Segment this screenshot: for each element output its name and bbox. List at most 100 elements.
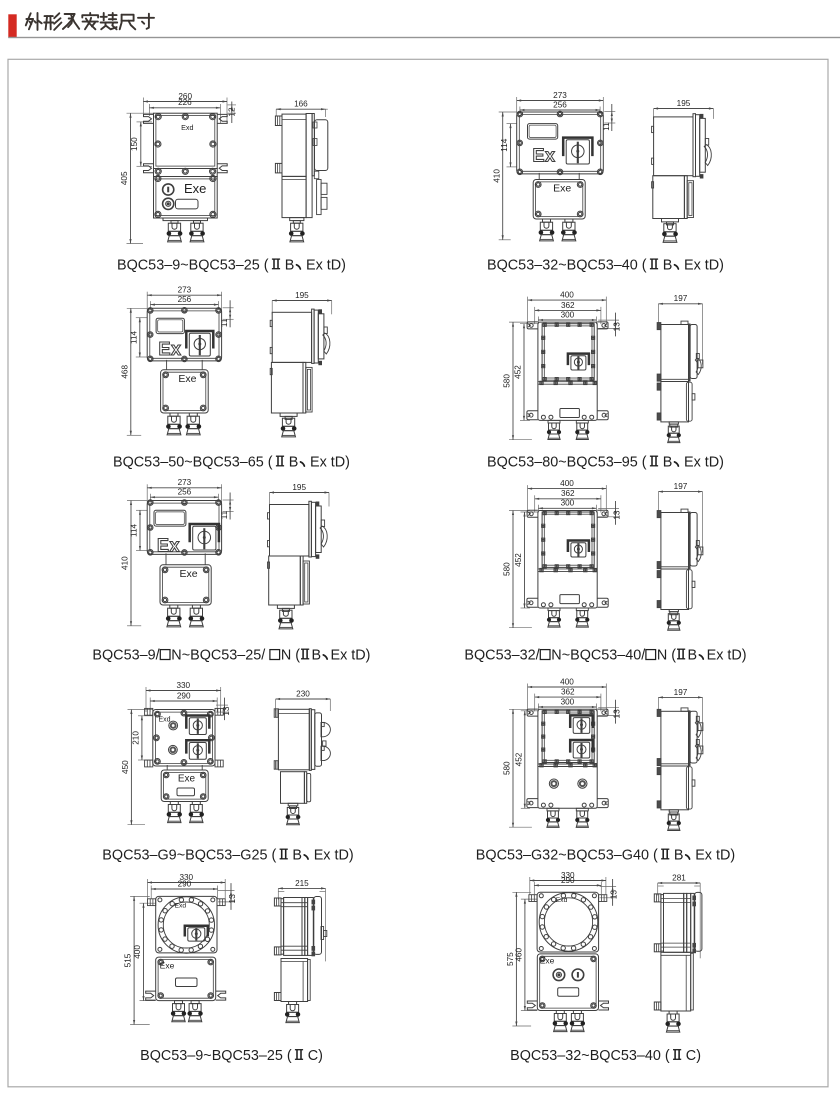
svg-text:273: 273	[553, 91, 567, 100]
svg-text:13: 13	[613, 709, 622, 719]
svg-text:12: 12	[228, 107, 237, 117]
svg-text:11: 11	[220, 318, 229, 327]
svg-text:Exe: Exe	[184, 181, 206, 196]
svg-text:Ex tD): Ex tD)	[695, 848, 735, 864]
svg-text:B: B	[292, 848, 302, 864]
svg-text:256: 256	[178, 295, 192, 304]
svg-text:13: 13	[609, 890, 618, 900]
svg-text:290: 290	[561, 876, 575, 885]
svg-text:452: 452	[514, 752, 523, 766]
svg-text:400: 400	[560, 677, 574, 686]
svg-text:400: 400	[560, 291, 574, 300]
svg-text:197: 197	[674, 482, 688, 491]
svg-text:330: 330	[561, 871, 575, 880]
svg-text:Ex tD): Ex tD)	[314, 848, 354, 864]
svg-text:13: 13	[228, 894, 237, 904]
svg-text:B: B	[312, 648, 322, 664]
svg-text:410: 410	[492, 169, 501, 183]
svg-text:195: 195	[677, 99, 691, 108]
svg-text:13: 13	[613, 510, 622, 520]
svg-text:273: 273	[178, 286, 192, 295]
svg-text:400: 400	[560, 479, 574, 488]
svg-text:B: B	[289, 455, 299, 471]
svg-text:362: 362	[561, 688, 575, 697]
svg-text:Exe: Exe	[180, 568, 198, 580]
svg-text:Ex tD): Ex tD)	[707, 648, 747, 664]
svg-text:450: 450	[121, 760, 130, 774]
svg-text:N (: N (	[281, 648, 300, 664]
svg-text:BQC53–9~BQC53–25 (: BQC53–9~BQC53–25 (	[117, 257, 269, 273]
svg-text:Exd: Exd	[181, 123, 193, 132]
svg-text:195: 195	[295, 291, 309, 300]
svg-text:150: 150	[130, 137, 139, 151]
svg-text:BQC53–9~BQC53–25 (: BQC53–9~BQC53–25 (	[140, 1048, 292, 1064]
svg-text:290: 290	[178, 879, 192, 888]
svg-text:B: B	[663, 455, 673, 471]
svg-text:Ex tD): Ex tD)	[684, 455, 724, 471]
svg-text:Ex: Ex	[159, 339, 182, 359]
svg-text:197: 197	[674, 294, 688, 303]
svg-text:452: 452	[514, 365, 523, 379]
svg-text:Ex tD): Ex tD)	[331, 648, 371, 664]
svg-text:114: 114	[500, 138, 509, 151]
svg-text:B: B	[688, 648, 698, 664]
svg-text:N~BQC53–40/: N~BQC53–40/	[551, 648, 645, 664]
svg-text:Exd: Exd	[158, 717, 170, 724]
svg-text:300: 300	[561, 310, 575, 319]
svg-text:460: 460	[515, 948, 524, 962]
svg-text:Exd: Exd	[174, 902, 186, 909]
svg-text:C): C)	[686, 1048, 701, 1064]
svg-text:580: 580	[503, 374, 512, 388]
svg-text:273: 273	[178, 478, 192, 487]
svg-text:114: 114	[129, 330, 138, 343]
svg-text:B: B	[674, 848, 684, 864]
svg-text:405: 405	[120, 171, 129, 185]
svg-text:Exd: Exd	[556, 897, 568, 904]
svg-text:13: 13	[222, 706, 231, 716]
svg-text:195: 195	[292, 483, 306, 492]
svg-text:468: 468	[120, 365, 129, 379]
svg-text:BQC53–G9~BQC53–G25 (: BQC53–G9~BQC53–G25 (	[102, 848, 276, 864]
svg-text:410: 410	[121, 556, 130, 570]
svg-text:114: 114	[130, 523, 139, 536]
svg-text:B: B	[663, 257, 673, 273]
svg-text:290: 290	[177, 691, 191, 700]
svg-text:N (: N (	[657, 648, 676, 664]
svg-text:300: 300	[561, 697, 575, 706]
svg-text:300: 300	[561, 499, 575, 508]
svg-text:362: 362	[561, 301, 575, 310]
svg-text:Exe: Exe	[178, 774, 196, 785]
svg-text:Ex: Ex	[157, 536, 180, 556]
svg-text:13: 13	[613, 322, 622, 332]
svg-text:Exe: Exe	[553, 183, 571, 195]
svg-text:515: 515	[124, 953, 133, 967]
svg-text:BQC53–9/: BQC53–9/	[92, 648, 159, 664]
svg-text:BQC53–80~BQC53–95 (: BQC53–80~BQC53–95 (	[487, 455, 647, 471]
svg-text:210: 210	[132, 731, 141, 745]
svg-text:166: 166	[294, 100, 308, 109]
svg-text:330: 330	[176, 681, 190, 690]
svg-text:Exe: Exe	[540, 956, 555, 966]
svg-text:Ex: Ex	[533, 146, 556, 166]
svg-text:11: 11	[220, 510, 229, 519]
svg-text:580: 580	[503, 761, 512, 775]
svg-text:Exe: Exe	[178, 373, 196, 385]
svg-text:400: 400	[133, 945, 142, 959]
svg-text:Ex tD): Ex tD)	[684, 257, 724, 273]
svg-text:B: B	[285, 257, 295, 273]
svg-text:BQC53–50~BQC53–65 (: BQC53–50~BQC53–65 (	[113, 455, 273, 471]
svg-text:256: 256	[553, 100, 567, 109]
svg-text:11: 11	[602, 122, 611, 131]
svg-text:Exe: Exe	[160, 960, 175, 970]
svg-text:215: 215	[295, 879, 309, 888]
svg-text:580: 580	[503, 562, 512, 576]
svg-text:256: 256	[178, 488, 192, 497]
svg-text:BQC53–G32~BQC53–G40 (: BQC53–G32~BQC53–G40 (	[476, 848, 658, 864]
svg-text:452: 452	[514, 553, 523, 567]
svg-text:575: 575	[506, 952, 515, 966]
svg-text:330: 330	[179, 873, 193, 882]
svg-text:Ex tD): Ex tD)	[306, 257, 346, 273]
svg-text:230: 230	[296, 689, 310, 698]
svg-text:C): C)	[308, 1048, 323, 1064]
svg-text:Ex tD): Ex tD)	[310, 455, 350, 471]
